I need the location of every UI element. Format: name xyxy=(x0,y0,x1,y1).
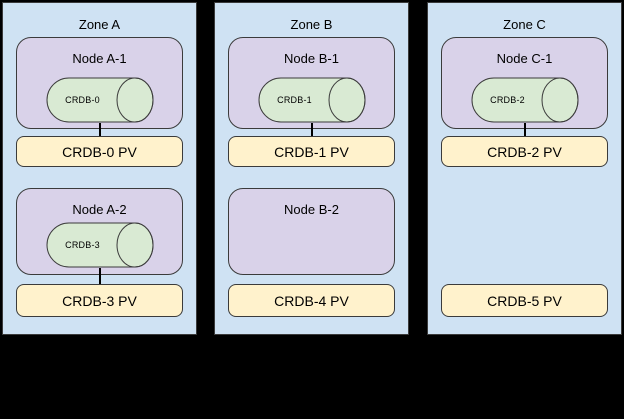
pv-label: CRDB-1 PV xyxy=(274,143,349,160)
crdb-5-pv-box: CRDB-5 PV xyxy=(441,284,608,317)
pv-label: CRDB-0 PV xyxy=(62,143,137,160)
crdb-3-cylinder: CRDB-3 xyxy=(46,222,154,268)
cylinder-shape-icon xyxy=(46,222,153,268)
crdb-0-pv-box: CRDB-0 PV xyxy=(16,136,183,167)
node-label: Node A-2 xyxy=(72,202,127,217)
zone-a: Zone A Node A-1 CRDB-0 CRDB-0 PV Node A-… xyxy=(2,2,197,335)
node-label: Node B-2 xyxy=(284,202,339,217)
crdb-4-pv-box: CRDB-4 PV xyxy=(228,284,395,317)
node-label: Node C-1 xyxy=(496,51,553,66)
pv-label: CRDB-3 PV xyxy=(62,292,137,309)
cylinder-label: CRDB-1 xyxy=(277,95,312,105)
node-c1-box: Node C-1 CRDB-2 xyxy=(441,37,608,129)
crdb-2-cylinder: CRDB-2 xyxy=(471,77,579,123)
zone-b: Zone B Node B-1 CRDB-1 CRDB-1 PV Node B-… xyxy=(214,2,409,335)
zone-label: Zone C xyxy=(503,17,546,32)
cylinder-shape-icon xyxy=(258,77,365,123)
crdb-1-cylinder: CRDB-1 xyxy=(258,77,366,123)
cylinder-shape-icon xyxy=(471,77,578,123)
crdb-0-cylinder: CRDB-0 xyxy=(46,77,154,123)
cylinder-label: CRDB-0 xyxy=(65,95,100,105)
pv-label: CRDB-5 PV xyxy=(487,292,562,309)
node-a1-box: Node A-1 CRDB-0 xyxy=(16,37,183,129)
zone-c: Zone C Node C-1 CRDB-2 CRDB-2 PV CRDB-5 … xyxy=(427,2,622,335)
crdb-3-pv-box: CRDB-3 PV xyxy=(16,284,183,317)
zone-label: Zone B xyxy=(290,17,333,32)
connector-line xyxy=(98,123,101,137)
node-a2-box: Node A-2 CRDB-3 xyxy=(16,188,183,275)
node-b2-box: Node B-2 xyxy=(228,188,395,275)
connector-line xyxy=(523,123,526,137)
zone-label: Zone A xyxy=(78,17,121,32)
pv-label: CRDB-2 PV xyxy=(487,143,562,160)
node-b1-box: Node B-1 CRDB-1 xyxy=(228,37,395,129)
crdb-1-pv-box: CRDB-1 PV xyxy=(228,136,395,167)
pv-label: CRDB-4 PV xyxy=(274,292,349,309)
connector-line xyxy=(98,268,101,285)
connector-line xyxy=(310,123,313,137)
crdb-2-pv-box: CRDB-2 PV xyxy=(441,136,608,167)
cylinder-shape-icon xyxy=(46,77,153,123)
node-label: Node B-1 xyxy=(284,51,339,66)
node-label: Node A-1 xyxy=(72,51,127,66)
cylinder-label: CRDB-3 xyxy=(65,240,100,250)
cylinder-label: CRDB-2 xyxy=(490,95,525,105)
